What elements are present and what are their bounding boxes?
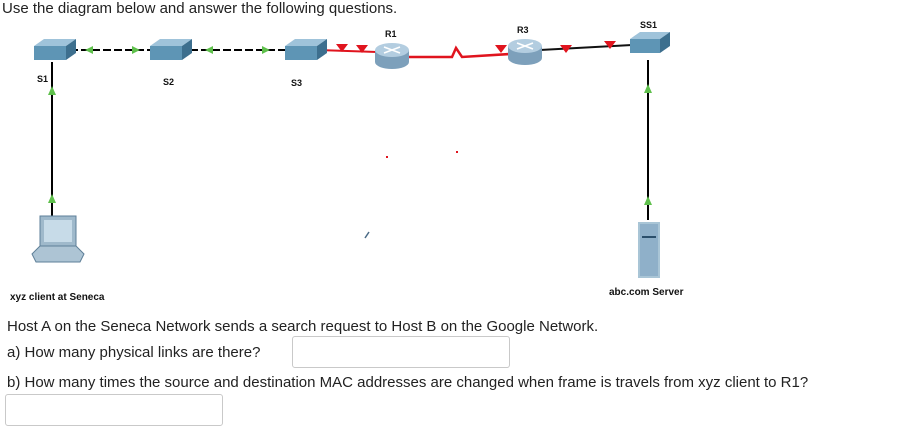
switch-icon [630,32,670,39]
switch-icon [66,39,76,60]
link-up-indicator [48,194,56,203]
answer-a-input[interactable] [292,336,510,368]
switch-icon [150,39,192,46]
switch-icon [285,39,327,46]
link-up-indicator [85,46,93,54]
stray-mark [386,156,388,158]
link-up-indicator [262,46,270,54]
router-icon [516,42,534,50]
link-status-indicators [48,41,652,205]
laptop-icon [44,220,72,242]
links [51,44,649,220]
switch-icon [150,46,182,60]
router-label-r1: R1 [385,29,397,39]
router-icon [375,55,409,69]
laptop-icon [31,245,85,263]
switch-s3: S3 [285,39,327,88]
laptop-client: xyz client at Seneca [10,215,105,303]
link-up-indicator [644,84,652,93]
answer-b-input[interactable] [5,394,223,426]
client-label: xyz client at Seneca [10,292,105,303]
stray-mark [456,151,458,153]
link-up-indicator [48,86,56,95]
switch-label-s3: S3 [291,78,302,88]
switch-s1: S1 [34,39,76,84]
router-r3: R3 [508,25,542,65]
scenario-text: Host A on the Seneca Network sends a sea… [7,318,599,335]
link-r3-ss1 [539,44,633,51]
server-icon [642,236,656,238]
switch-icon [34,46,66,60]
link-down-indicator [604,41,616,49]
switch-icon [34,39,76,46]
router-icon [508,51,542,65]
network-diagram: S1 S2 S3 SS1 R1 [10,20,684,303]
switch-s2: S2 [150,39,192,87]
server: abc.com Server [609,222,684,298]
router-icon [383,46,401,54]
router-label-r3: R3 [517,25,529,35]
link-s3-r1 [317,49,378,53]
switch-icon [285,46,317,60]
stray-mark [364,231,370,239]
link-r1-r3-serial [405,45,511,59]
link-down-indicator [560,45,572,53]
link-down-indicator [356,45,368,53]
switch-icon [317,39,327,60]
link-down-indicator [495,45,507,53]
server-label: abc.com Server [609,287,684,298]
intro-text: Use the diagram below and answer the fol… [2,0,398,17]
link-up-indicator [132,46,140,54]
router-r1: R1 [375,29,409,69]
page: Use the diagram below and answer the fol… [2,0,809,426]
switch-icon [660,32,670,53]
question-b: b) How many times the source and destina… [7,374,809,391]
switch-icon [630,39,660,53]
switch-label-s1: S1 [37,74,48,84]
switch-label-s2: S2 [163,77,174,87]
switch-ss1: SS1 [630,20,670,53]
switch-icon [182,39,192,60]
question-a: a) How many physical links are there? [7,344,261,361]
link-up-indicator [644,196,652,205]
switch-label-ss1: SS1 [640,20,657,30]
server-icon [640,224,658,276]
link-down-indicator [336,44,348,52]
link-up-indicator [205,46,213,54]
